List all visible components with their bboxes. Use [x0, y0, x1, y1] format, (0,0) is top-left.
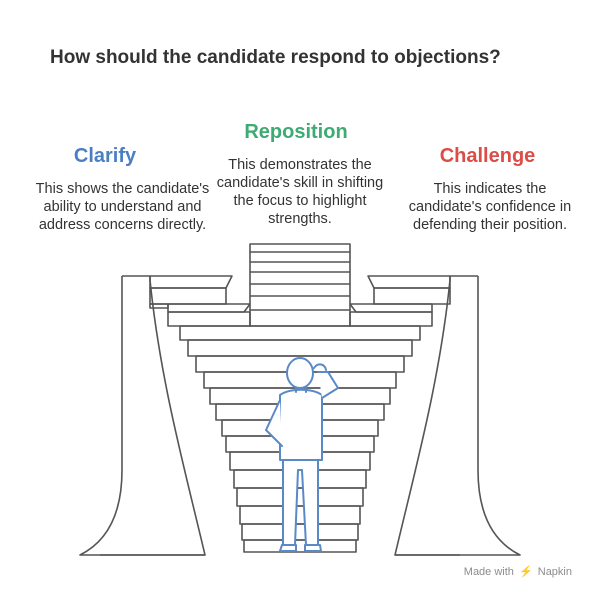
option-reposition-title: Reposition: [244, 121, 348, 143]
left-top-steps: [149, 275, 251, 327]
footer-brand: Napkin: [537, 566, 572, 578]
option-clarify-title: Clarify: [73, 145, 137, 167]
person-figure: [265, 357, 339, 552]
central-staircase: [179, 325, 421, 553]
right-support: [394, 275, 478, 556]
footer-prefix: Made with: [463, 566, 514, 578]
option-challenge-title: Challenge: [439, 145, 536, 167]
footer-credit: Made with ⚡ Napkin: [464, 565, 572, 578]
napkin-bolt-icon: ⚡: [518, 566, 533, 578]
option-reposition-description: This demonstrates the candidate's skill …: [216, 157, 384, 227]
diagram-title: How should the candidate respond to obje…: [50, 47, 501, 68]
option-clarify-description: This shows the candidate's ability to un…: [35, 181, 210, 233]
right-top-steps: [349, 275, 451, 327]
center-tower: [249, 243, 351, 327]
option-challenge-description: This indicates the candidate's confidenc…: [408, 181, 572, 233]
